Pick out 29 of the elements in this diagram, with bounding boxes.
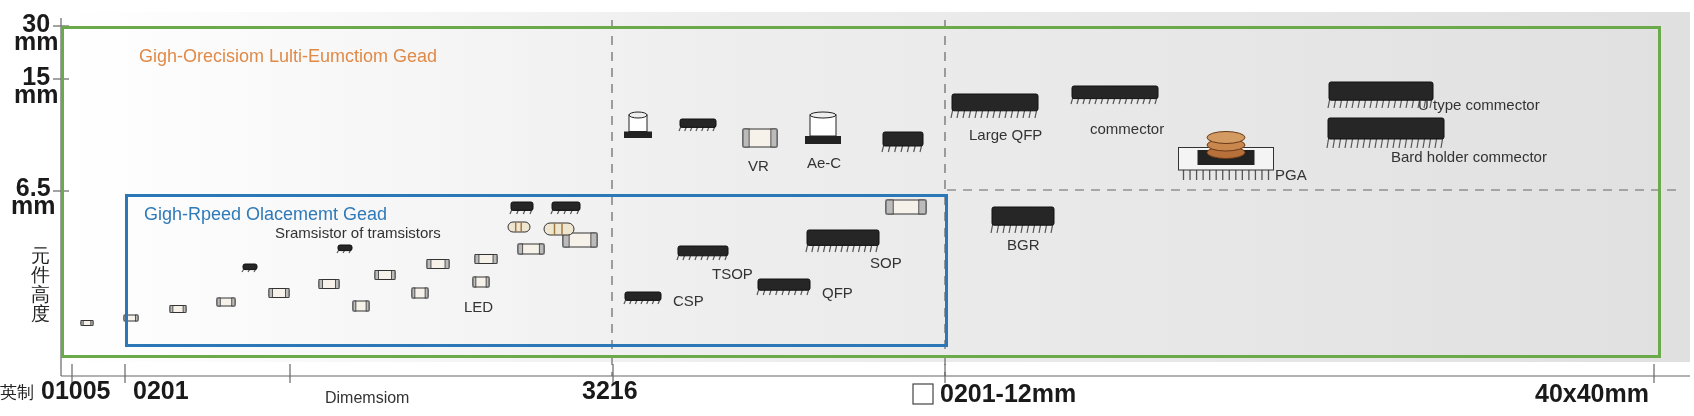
- component-label: PGA: [1275, 167, 1307, 182]
- component-label: Ae-C: [807, 155, 842, 170]
- axis-title: Dimemsiom: [325, 390, 410, 406]
- axis-label: 0201: [133, 378, 189, 403]
- axis-label: 0201-12mm: [940, 381, 1077, 406]
- component-label: Sramsistor of tramsistors: [275, 225, 441, 240]
- axis-label: 3216: [582, 378, 638, 403]
- component-label: VR: [748, 158, 769, 173]
- axis-label: 01005: [41, 378, 111, 403]
- axis-label: 30 mm: [14, 14, 59, 50]
- component-label: commector: [1090, 121, 1165, 136]
- component-label: Large QFP: [969, 127, 1043, 142]
- component-label: BGR: [1007, 237, 1040, 252]
- component-label: QFP: [822, 285, 853, 300]
- region-box: [61, 26, 1661, 358]
- axis-label: 15 mm: [14, 67, 59, 103]
- component-label: LED: [464, 299, 494, 314]
- axis-title: 元件高度: [31, 246, 51, 324]
- component-label: TSOP: [712, 266, 753, 281]
- component-label: Bard holder commector: [1391, 149, 1547, 164]
- axis-label: 英制: [0, 384, 34, 401]
- region-box: [125, 194, 948, 347]
- region-title: Gigh-Rpeed Olacememt Gead: [144, 205, 388, 223]
- component-label: CSP: [673, 293, 704, 308]
- region-title: Gigh-Orecisiom Lulti-Eumctiom Gead: [139, 47, 438, 65]
- axis-label: 6.5 mm: [11, 178, 56, 214]
- component-label: SOP: [870, 255, 902, 270]
- axis-label: 40x40mm: [1535, 381, 1649, 406]
- component-label: U type commector: [1418, 97, 1540, 112]
